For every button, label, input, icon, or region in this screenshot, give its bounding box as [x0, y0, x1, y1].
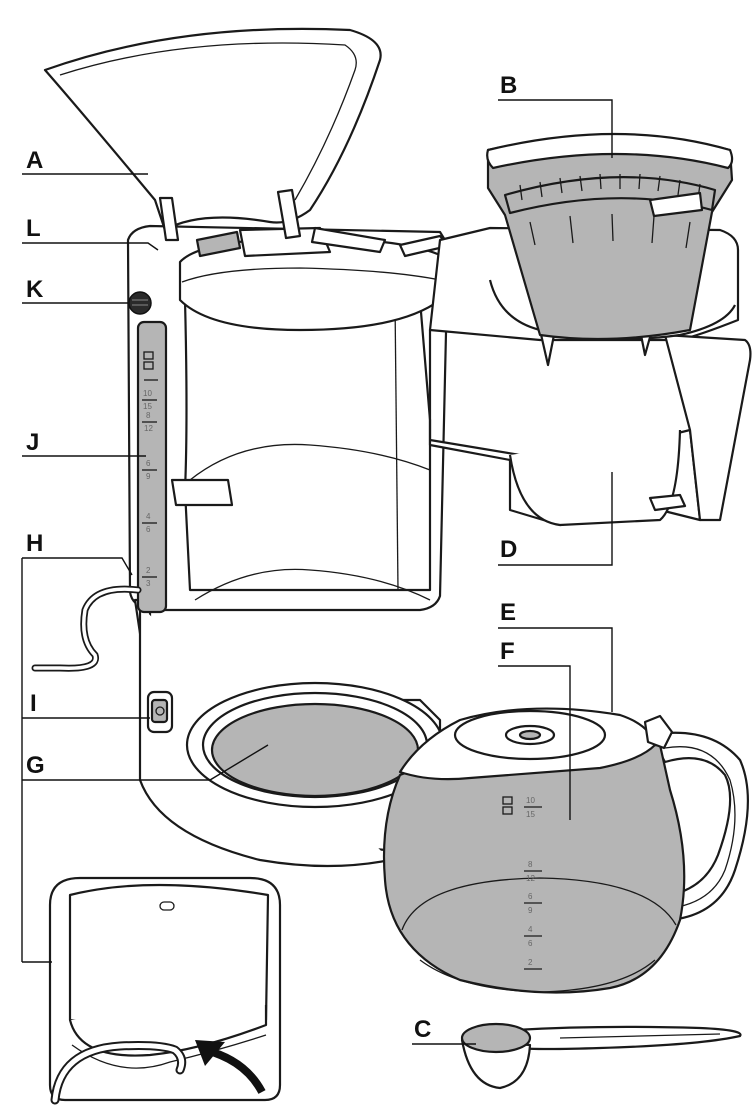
- water-scale-mark: 4: [146, 512, 151, 521]
- arrow-head-icon: [195, 1040, 225, 1066]
- water-scale-mark: 9: [146, 472, 151, 481]
- water-scale-mark: 3: [146, 579, 151, 588]
- cup-icon: [143, 361, 154, 370]
- label-L: L: [26, 215, 41, 242]
- cup-icon: [502, 796, 513, 805]
- label-H: H: [26, 530, 43, 557]
- warming-plate: [210, 702, 420, 798]
- measuring-spoon: [460, 1022, 742, 1090]
- part-labels: A L K J H I G B D E F C: [26, 72, 517, 1043]
- water-scale-mark: 8: [146, 411, 151, 420]
- label-G: G: [26, 752, 45, 779]
- label-E: E: [500, 599, 516, 626]
- water-scale-mark: 12: [144, 424, 153, 433]
- carafe-body: [382, 743, 686, 994]
- label-J: J: [26, 429, 39, 456]
- carafe-scale: 2 4 6 6 9 8 12 10 15: [524, 796, 542, 970]
- cup-icon: [502, 806, 513, 815]
- label-D: D: [500, 536, 517, 563]
- carafe-scale-mark: 4: [528, 925, 533, 934]
- water-scale-mark: 2: [146, 566, 151, 575]
- aroma-knob: [128, 291, 152, 315]
- water-level-window: [136, 320, 168, 614]
- carafe-scale-mark: 2: [528, 958, 533, 967]
- filter-insert: [486, 132, 734, 341]
- glass-carafe: 2 4 6 6 9 8 12 10 15: [382, 707, 749, 994]
- label-F: F: [500, 638, 515, 665]
- carafe-scale-mark: 15: [526, 810, 535, 819]
- carafe-scale-mark: 6: [528, 892, 533, 901]
- carafe-scale-mark: 12: [526, 874, 535, 883]
- filter-holder-handle: [663, 333, 752, 522]
- cord-storage-detail: [48, 876, 282, 1105]
- water-scale-mark: 10: [143, 389, 152, 398]
- carafe-scale-mark: 9: [528, 906, 533, 915]
- label-B: B: [500, 72, 517, 99]
- label-I: I: [30, 690, 37, 717]
- label-A: A: [26, 147, 43, 174]
- water-level-scale: 2 3 4 6 6 9 8 12 10 15: [142, 389, 157, 588]
- coffee-maker-body: 2 3 4 6 6 9 8 12 10 15: [31, 224, 450, 868]
- hinged-lid: [43, 27, 382, 242]
- leader-lines: [21, 99, 613, 1045]
- cup-icon: [143, 351, 154, 360]
- label-K: K: [26, 276, 44, 303]
- water-scale-mark: 15: [143, 402, 152, 411]
- power-cord: [31, 585, 142, 672]
- carafe-scale-mark: 10: [526, 796, 535, 805]
- inset-opening: [159, 901, 175, 911]
- label-C: C: [414, 1016, 431, 1043]
- water-scale-mark: 6: [146, 525, 151, 534]
- lid-latch: [195, 230, 242, 258]
- carafe-scale-mark: 6: [528, 939, 533, 948]
- water-scale-mark: 6: [146, 459, 151, 468]
- carafe-scale-mark: 8: [528, 860, 533, 869]
